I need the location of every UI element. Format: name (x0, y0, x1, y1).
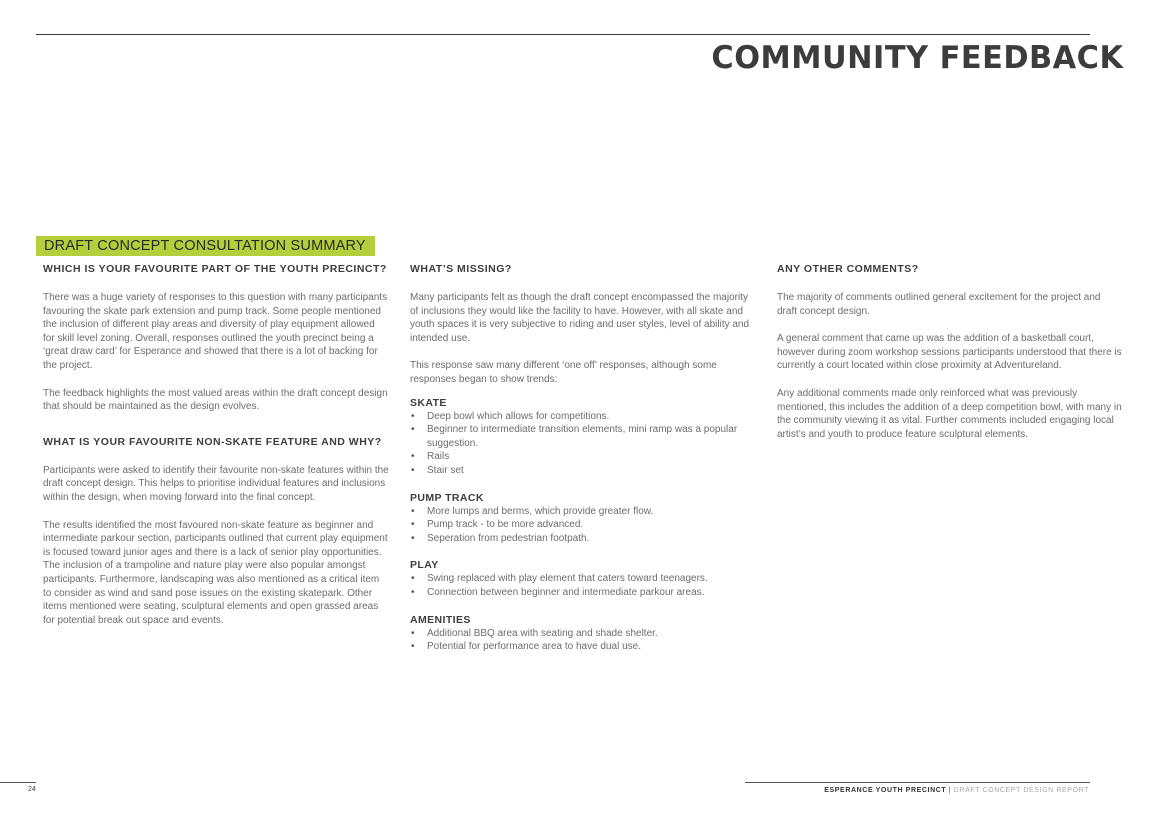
question-heading-whats-missing: WHAT’S MISSING? (410, 263, 512, 275)
footer-project-name: ESPERANCE YOUTH PRECINCT (824, 787, 947, 794)
bullet-icon: • (411, 410, 415, 422)
bullet-icon: • (411, 424, 415, 436)
list-item: •Rails (411, 451, 450, 463)
top-rule (36, 34, 1090, 35)
paragraph: Participants were asked to identify thei… (43, 464, 389, 503)
group-heading-skate: SKATE (410, 396, 447, 409)
group-heading-amenities: AMENITIES (410, 613, 471, 626)
section-banner: DRAFT CONCEPT CONSULTATION SUMMARY (36, 236, 375, 256)
footer-separator: | (946, 787, 954, 794)
footer-rule-left (0, 782, 36, 783)
page-title: COMMUNITY FEEDBACK (710, 40, 1123, 76)
list-item: •More lumps and berms, which provide gre… (411, 505, 654, 517)
footer-rule-right (745, 782, 1090, 783)
column-whats-missing: WHAT’S MISSING? Many participants felt a… (410, 262, 756, 654)
paragraph: There was a huge variety of responses to… (43, 292, 388, 371)
footer-report-label: ESPERANCE YOUTH PRECINCT | DRAFT CONCEPT… (824, 786, 1089, 795)
amenities-list: •Additional BBQ area with seating and sh… (410, 627, 756, 654)
question-heading-non-skate-feature: WHAT IS YOUR FAVOURITE NON-SKATE FEATURE… (43, 435, 382, 448)
list-item: •Deep bowl which allows for competitions… (411, 410, 610, 422)
question-heading-other-comments: ANY OTHER COMMENTS? (777, 263, 919, 275)
bullet-icon: • (411, 505, 415, 517)
column-favourite-part: WHICH IS YOUR FAVOURITE PART OF THE YOUT… (43, 262, 389, 627)
list-item: •Potential for performance area to have … (411, 641, 642, 653)
list-item: •Additional BBQ area with seating and sh… (411, 627, 658, 639)
pump-track-list: •More lumps and berms, which provide gre… (410, 505, 756, 546)
bullet-icon: • (411, 627, 415, 639)
paragraph: Many participants felt as though the dra… (410, 292, 750, 344)
paragraph: Any additional comments made only reinfo… (777, 387, 1122, 440)
page-number: 24 (28, 786, 36, 793)
list-item: •Seperation from pedestrian footpath. (411, 532, 590, 544)
column-other-comments: ANY OTHER COMMENTS? The majority of comm… (777, 262, 1123, 441)
paragraph: The results identified the most favoured… (43, 519, 388, 626)
group-heading-pump-track: PUMP TRACK (410, 491, 484, 504)
list-item: •Swing replaced with play element that c… (411, 573, 708, 585)
bullet-icon: • (411, 451, 415, 463)
list-item: •Pump track - to be more advanced. (411, 519, 584, 531)
bullet-icon: • (411, 464, 415, 476)
paragraph: The feedback highlights the most valued … (43, 387, 388, 413)
bullet-icon: • (411, 519, 415, 531)
list-item: •Connection between beginner and interme… (411, 586, 705, 598)
bullet-icon: • (411, 641, 415, 653)
bullet-icon: • (411, 573, 415, 585)
skate-list: •Deep bowl which allows for competitions… (410, 410, 756, 478)
paragraph: A general comment that came up was the a… (777, 333, 1122, 372)
list-item: •Stair set (411, 464, 464, 476)
list-item: •Beginner to intermediate transition ele… (411, 424, 738, 449)
bullet-icon: • (411, 586, 415, 598)
paragraph: This response saw many different ‘one of… (410, 360, 717, 385)
question-heading-favourite-part: WHICH IS YOUR FAVOURITE PART OF THE YOUT… (43, 263, 387, 275)
footer-report-name: DRAFT CONCEPT DESIGN REPORT (953, 787, 1089, 794)
play-list: •Swing replaced with play element that c… (410, 572, 756, 599)
paragraph: The majority of comments outlined genera… (777, 292, 1101, 317)
group-heading-play: PLAY (410, 559, 439, 572)
bullet-icon: • (411, 532, 415, 544)
